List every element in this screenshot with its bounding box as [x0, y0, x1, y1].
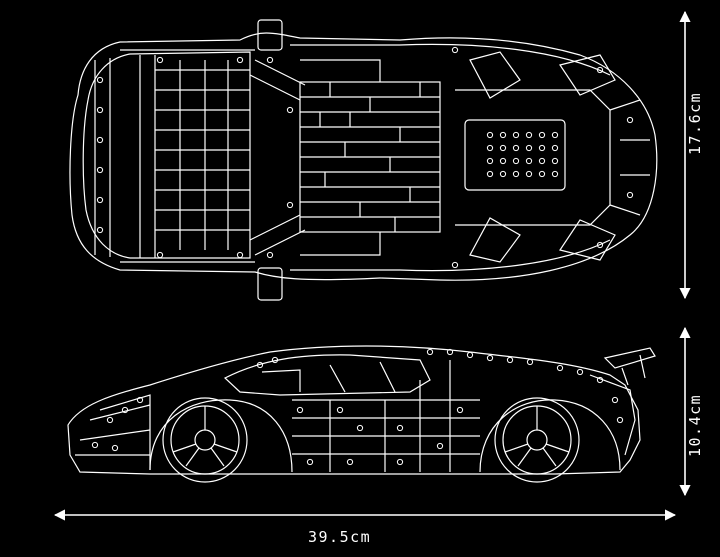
stud-hole	[611, 396, 619, 404]
stud-hole	[266, 251, 274, 259]
stud-hole	[499, 144, 507, 152]
stud-hole	[106, 416, 114, 424]
stud-hole	[512, 170, 520, 178]
stud-hole	[616, 416, 624, 424]
stud-hole	[466, 351, 474, 359]
stud-hole	[512, 144, 520, 152]
stud-hole	[356, 424, 364, 432]
stud-hole	[556, 364, 564, 372]
stud-hole	[451, 261, 459, 269]
stud-hole	[96, 166, 104, 174]
rear-wheel	[494, 397, 580, 483]
stud-hole	[506, 356, 514, 364]
stud-hole	[336, 406, 344, 414]
stud-hole	[499, 131, 507, 139]
stud-hole	[626, 116, 634, 124]
stud-hole	[538, 144, 546, 152]
stud-hole	[551, 170, 559, 178]
top-height-label: 17.6cm	[686, 91, 704, 155]
stud-hole	[486, 157, 494, 165]
stud-hole	[136, 396, 144, 404]
stud-hole	[271, 356, 279, 364]
stud-hole	[451, 46, 459, 54]
stud-hole	[499, 157, 507, 165]
side-height-label: 10.4cm	[686, 393, 704, 457]
side-view-studs	[91, 348, 624, 466]
stud-hole	[96, 196, 104, 204]
stud-hole	[396, 458, 404, 466]
stud-hole	[525, 144, 533, 152]
stud-hole	[525, 170, 533, 178]
stud-hole	[551, 131, 559, 139]
top-view-studs	[96, 46, 634, 269]
stud-hole	[111, 444, 119, 452]
stud-hole	[446, 348, 454, 356]
stud-hole	[236, 251, 244, 259]
stud-hole	[525, 131, 533, 139]
stud-hole	[156, 56, 164, 64]
stud-hole	[256, 361, 264, 369]
top-wheel-front-left	[257, 19, 283, 51]
car-side-view	[67, 345, 656, 483]
rear-wheel-arch	[479, 399, 621, 473]
stud-hole	[96, 106, 104, 114]
top-wheel-front-right	[257, 267, 283, 301]
stud-hole	[538, 157, 546, 165]
stud-hole	[596, 376, 604, 384]
stud-hole	[296, 406, 304, 414]
front-wheel-arch	[149, 399, 293, 473]
stud-hole	[286, 106, 294, 114]
stud-hole	[551, 144, 559, 152]
stud-hole	[486, 170, 494, 178]
length-label: 39.5cm	[308, 528, 372, 546]
stud-hole	[456, 406, 464, 414]
stud-hole	[512, 157, 520, 165]
stud-hole	[306, 458, 314, 466]
stud-hole	[236, 56, 244, 64]
car-top-view	[69, 19, 658, 301]
stud-hole	[538, 131, 546, 139]
stud-hole	[551, 157, 559, 165]
top-body-outline	[69, 32, 658, 281]
stud-hole	[596, 241, 604, 249]
stud-hole	[538, 170, 546, 178]
front-wheel	[162, 397, 248, 483]
stud-hole	[96, 226, 104, 234]
stud-hole	[486, 354, 494, 362]
stud-hole	[596, 66, 604, 74]
rear-wing	[603, 347, 656, 369]
stud-hole	[512, 131, 520, 139]
stud-hole	[286, 201, 294, 209]
stud-hole	[96, 136, 104, 144]
stud-hole	[156, 251, 164, 259]
stud-hole	[436, 442, 444, 450]
stud-hole	[499, 170, 507, 178]
stud-hole	[525, 157, 533, 165]
stud-hole	[576, 368, 584, 376]
stud-hole	[486, 131, 494, 139]
stud-hole	[626, 191, 634, 199]
stud-hole	[121, 406, 129, 414]
stud-hole	[526, 358, 534, 366]
stud-hole	[266, 56, 274, 64]
stud-hole	[396, 424, 404, 432]
stud-hole	[346, 458, 354, 466]
stud-hole	[91, 441, 99, 449]
stud-hole	[426, 348, 434, 356]
stud-hole	[96, 76, 104, 84]
stud-hole	[486, 144, 494, 152]
side-body-outline	[67, 345, 641, 475]
